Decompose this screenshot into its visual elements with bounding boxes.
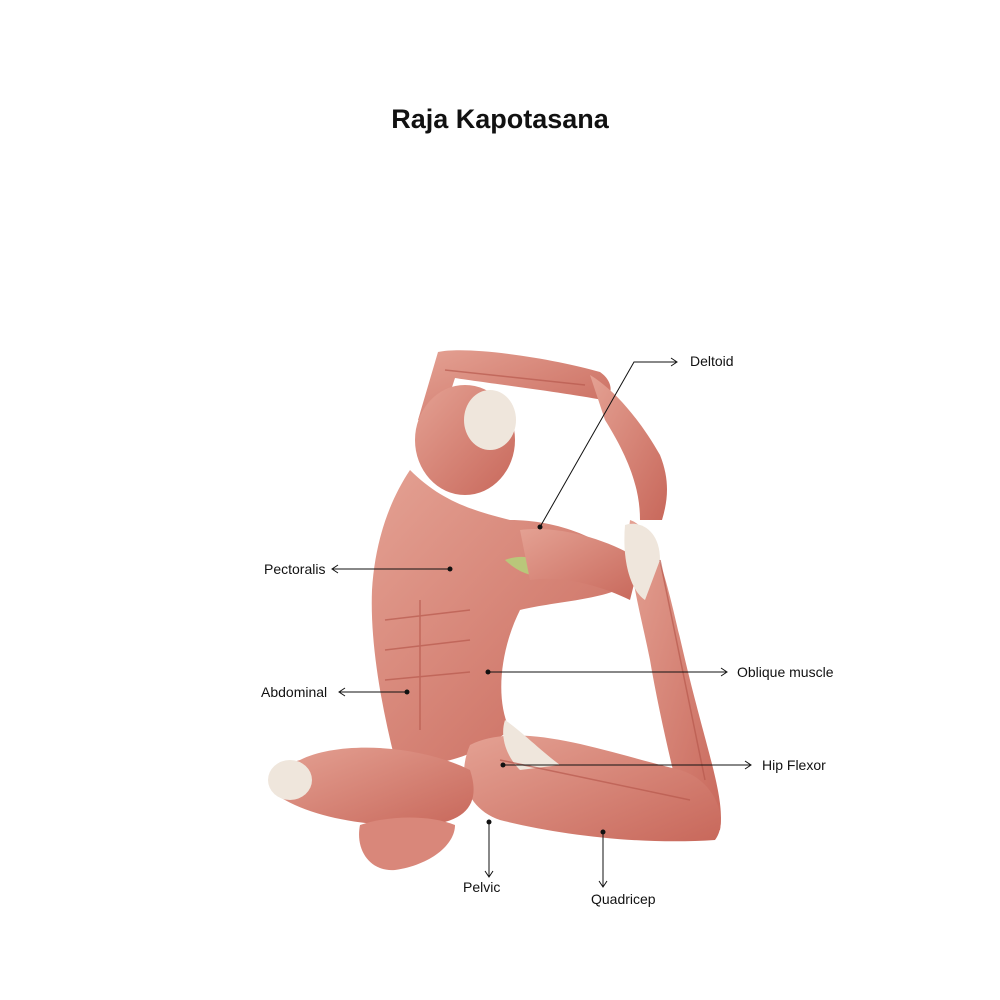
rear-leg [629, 520, 721, 840]
label-abdominal: Abdominal [261, 684, 328, 700]
skull [464, 390, 516, 450]
pelvic-dot [486, 819, 492, 825]
label-pectoralis: Pectoralis [264, 561, 326, 577]
pelvic-arrowhead [484, 870, 494, 878]
rear-foot [624, 523, 660, 600]
label-quadricep: Quadricep [591, 891, 656, 907]
deltoid-arrowhead [670, 357, 678, 367]
label-pelvic: Pelvic [463, 879, 501, 895]
back-arm [520, 529, 640, 600]
oblique-arrowhead [720, 667, 728, 677]
diagram-title: Raja Kapotasana [391, 104, 609, 134]
pectoralis-dot [447, 566, 453, 572]
quadricep-arrowhead [598, 880, 608, 888]
forearm [590, 375, 667, 520]
knee [268, 760, 312, 800]
pectoralis-arrowhead [331, 564, 339, 574]
quadricep-dot [600, 829, 606, 835]
abdominal-dot [404, 689, 410, 695]
label-hip-flexor: Hip Flexor [762, 757, 826, 773]
deltoid-leader [539, 361, 676, 528]
deltoid-dot [537, 524, 543, 530]
muscle-striations [384, 369, 706, 801]
label-deltoid: Deltoid [690, 353, 734, 369]
raised-arm [418, 350, 611, 430]
hip-flexor-dot [500, 762, 506, 768]
front-foot [359, 817, 455, 871]
front-leg [273, 747, 474, 826]
hip-tendon [503, 720, 560, 770]
oblique-dot [485, 669, 491, 675]
label-oblique: Oblique muscle [737, 664, 834, 680]
hip-flexor-arrowhead [744, 760, 752, 770]
abdominal-arrowhead [338, 687, 346, 697]
